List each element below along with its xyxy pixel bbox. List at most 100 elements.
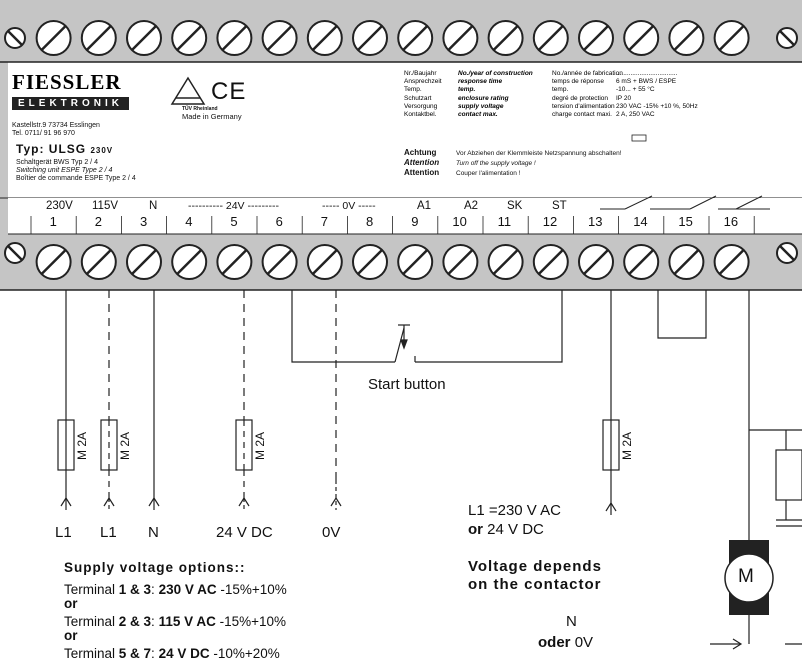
wire-label-l1-a: L1	[55, 524, 72, 541]
screw-bottom-7	[306, 244, 343, 280]
terminal-number-8: 8	[366, 214, 374, 229]
terminal-number-5: 5	[230, 214, 238, 229]
terminal-number-12: 12	[542, 214, 558, 229]
l1-line2: or 24 V DC	[468, 521, 544, 538]
screw-top-left	[4, 27, 26, 49]
screw-top-16	[713, 20, 750, 56]
telephone: Tel. 0711/ 91 96 970	[12, 130, 75, 137]
terminal-number-11: 11	[497, 214, 512, 229]
terminal-number-13: 13	[588, 214, 603, 229]
term-label-n: N	[149, 200, 158, 212]
supply-or-2: or	[64, 628, 78, 643]
l1-line1: L1 =230 V AC	[468, 502, 561, 519]
type-line-en: Switching unit ESPE Type 2 / 4	[16, 167, 113, 174]
term-label-a2: A2	[464, 200, 479, 212]
screw-top-15	[668, 20, 705, 56]
terminal-number-15: 15	[678, 214, 693, 229]
fuse-label-4: M 2A	[620, 431, 635, 461]
address: Kastellstr.9 73734 Esslingen	[12, 122, 100, 129]
contactor-note-2: on the contactor	[468, 576, 602, 593]
term-label-115v: 115V	[92, 200, 119, 212]
contactor-note-1: Voltage depends	[468, 558, 602, 575]
screw-top-6	[261, 20, 298, 56]
screw-bottom-6	[261, 244, 298, 280]
type-line-de: Schaltgerät BWS Typ 2 / 4	[16, 159, 98, 166]
term-label-a1: A1	[417, 200, 432, 212]
screw-bottom-5	[216, 244, 253, 280]
wire-label-n: N	[148, 524, 159, 541]
tuv-logo	[170, 76, 206, 105]
start-button-label: Start button	[368, 376, 446, 393]
term-label-230v: 230V	[46, 200, 73, 212]
n-label: N	[566, 613, 577, 630]
terminal-number-10: 10	[452, 214, 467, 229]
terminal-number-1: 1	[49, 214, 57, 229]
warning-head-de: Achtung	[404, 148, 437, 157]
screw-top-1	[35, 20, 72, 56]
ce-mark: CE	[211, 78, 247, 105]
term-label-sk: SK	[507, 200, 523, 212]
type-line-fr: Boîtier de commande ESPE Type 2 / 4	[16, 175, 136, 182]
terminal-number-7: 7	[320, 214, 329, 229]
screw-top-right	[776, 27, 798, 49]
screw-bottom-8	[352, 244, 388, 280]
screw-bottom-3	[126, 244, 162, 280]
terminal-number-2: 2	[94, 214, 103, 229]
wire-label-0v: 0V	[322, 524, 341, 541]
brand-name: FIESSLER	[12, 70, 122, 94]
screw-top-13	[578, 20, 614, 56]
spec-col-val: ..................................6 mS +…	[616, 70, 698, 119]
fiessler-logo: FIESSLER ELEKTRONIK	[12, 71, 129, 111]
screw-bottom-2	[80, 244, 117, 280]
brand-sub: ELEKTRONIK	[12, 97, 129, 110]
screw-bottom-4	[171, 244, 208, 280]
supply-option-3: Terminal 5 & 7: 24 V DC -10%+20%	[64, 646, 280, 661]
screw-bottom-13	[578, 244, 614, 280]
tuv-text: TÜV Rheinland	[182, 106, 218, 112]
screw-top-2	[80, 20, 117, 56]
screw-top-12	[532, 20, 569, 56]
screw-top-9	[397, 20, 434, 56]
screw-top-14	[623, 20, 660, 56]
screw-top-7	[306, 20, 343, 56]
terminal-number-14: 14	[633, 214, 648, 229]
warning-text-fr: Couper l'alimentation !	[456, 170, 521, 177]
screw-bottom-9	[397, 244, 434, 280]
fuse-label-1: M 2A	[75, 431, 90, 461]
motor-symbol	[724, 540, 774, 615]
screw-top-5	[216, 20, 253, 56]
screw-top-8	[352, 20, 388, 56]
screw-bottom-16	[713, 244, 750, 280]
terminal-number-9: 9	[411, 214, 419, 229]
wire-label-l1-b: L1	[100, 524, 117, 541]
relay-contact-symbols	[600, 195, 770, 210]
start-button-symbol	[394, 324, 416, 363]
supply-option-2: Terminal 2 & 3: 115 V AC -15%+10%	[64, 614, 287, 629]
screw-bottom-10	[442, 244, 479, 280]
motor-label: M	[738, 566, 754, 587]
screw-bottom-15	[668, 244, 705, 280]
supply-title: Supply voltage options::	[64, 560, 246, 575]
screw-bottom-11	[487, 244, 524, 280]
term-label-st: ST	[552, 200, 567, 212]
supply-option-1: Terminal 1 & 3: 230 V AC -15%+10%	[64, 582, 287, 597]
oder-label: oder 0V	[538, 634, 594, 651]
label-plate	[8, 62, 802, 198]
warning-text-de: Vor Abziehen der Klemmleiste Netzspannun…	[456, 150, 622, 157]
type-label: Typ: ULSG 230V	[16, 142, 114, 156]
screw-bottom-right	[776, 242, 798, 264]
screw-top-11	[487, 20, 524, 56]
screw-bottom-1	[35, 244, 72, 280]
term-label-24v: ---------- 24V ---------	[188, 200, 279, 212]
screw-top-3	[126, 20, 162, 56]
terminal-number-3: 3	[140, 214, 148, 229]
supply-or-1: or	[64, 596, 78, 611]
term-label-0v: ----- 0V -----	[322, 200, 376, 212]
wire-label-24vdc: 24 V DC	[216, 524, 273, 541]
terminal-number-16: 16	[723, 214, 739, 229]
fuse-label-3: M 2A	[253, 431, 268, 461]
